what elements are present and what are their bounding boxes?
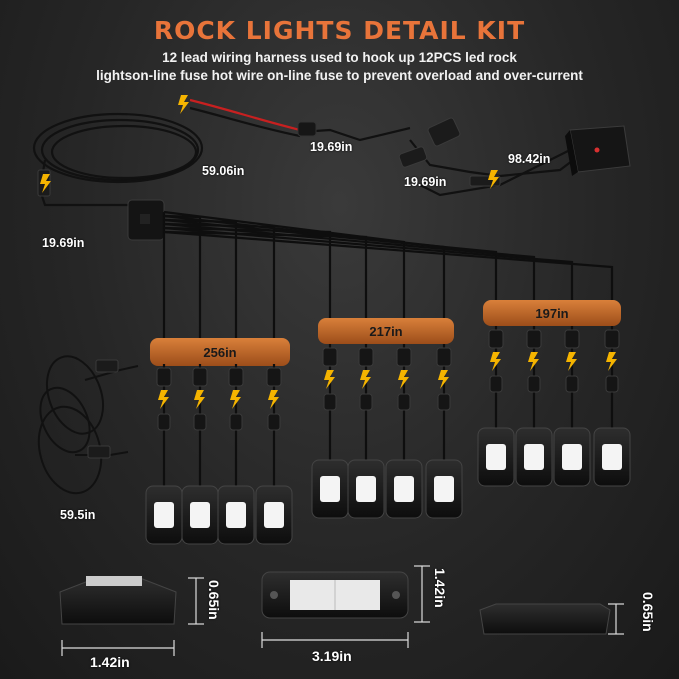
rock-light-group (145, 326, 631, 545)
connector-icon (564, 329, 580, 349)
lead-wire (163, 226, 574, 300)
connector-icon (266, 367, 282, 387)
label-fuse-cable: 19.69in (404, 175, 447, 189)
group-bands (150, 300, 621, 366)
connector-icon (157, 413, 171, 431)
connector-icon (323, 393, 337, 411)
lead-wire (163, 222, 276, 338)
connector-icon (267, 413, 281, 431)
lead-wire (163, 222, 536, 300)
label-harness-loop: 59.06in (202, 164, 245, 178)
label-group-mid: 217in (369, 324, 403, 339)
label-front-length: 3.19in (312, 648, 352, 664)
label-light-height: 0.65in (206, 580, 222, 620)
connector-icon (565, 375, 579, 393)
label-group-left: 256in (203, 345, 237, 360)
connector-icon (436, 347, 452, 367)
connector-icon (192, 367, 208, 387)
label-side-height: 0.65in (640, 592, 656, 632)
lead-wire (163, 230, 614, 300)
connector-icon (437, 393, 451, 411)
connector-icon (488, 329, 504, 349)
rock-light-icon (311, 459, 349, 519)
subtitle-line-1: 12 lead wiring harness used to hook up 1… (162, 50, 517, 65)
rock-light-icon (425, 459, 463, 519)
connector-icon (397, 393, 411, 411)
connector-icon (228, 367, 244, 387)
rock-light-icon (217, 485, 255, 545)
band-mid (318, 318, 454, 344)
rock-light-icon (553, 427, 591, 487)
rock-light-icon (255, 485, 293, 545)
connector-icon (193, 413, 207, 431)
label-group-right: 197in (535, 306, 569, 321)
band-left (150, 338, 290, 366)
label-hub-lead: 19.69in (42, 236, 85, 250)
connector-icon (396, 347, 412, 367)
connector-icon (489, 375, 503, 393)
rock-light-icon (515, 427, 553, 487)
connector-icon (229, 413, 243, 431)
rock-light-icon (145, 485, 183, 545)
label-front-height: 1.42in (432, 568, 448, 608)
rock-light-icon (347, 459, 385, 519)
dimension-end-view (479, 603, 624, 635)
connector-icon (526, 329, 542, 349)
connector-icon (604, 329, 620, 349)
page-title: ROCK LIGHTS DETAIL KIT (153, 16, 526, 45)
lightning-bolt-icon (178, 95, 189, 114)
rock-light-icon (181, 485, 219, 545)
connector-icon (527, 375, 541, 393)
rock-light-icon (477, 427, 515, 487)
label-switch-cable: 98.42in (508, 152, 551, 166)
rock-light-icon (593, 427, 631, 487)
lead-wire (163, 226, 332, 318)
connector-icon (358, 347, 374, 367)
band-right (483, 300, 621, 326)
extension-cables (37, 355, 139, 495)
connector-icon (322, 347, 338, 367)
connector-icon (359, 393, 373, 411)
subtitle-line-2: lightson-line fuse hot wire on-line fuse… (96, 68, 583, 83)
dimension-front-view (261, 565, 430, 648)
hub-icon (127, 199, 165, 241)
output-leads (162, 210, 614, 338)
lead-wire (163, 218, 498, 300)
connector-icon (95, 359, 119, 373)
switch-box-icon (565, 125, 631, 176)
label-extension: 59.5in (60, 508, 96, 522)
connector-icon (156, 367, 172, 387)
connector-icon (37, 117, 501, 197)
connector-icon (605, 375, 619, 393)
rock-light-icon (385, 459, 423, 519)
connector-icon (87, 445, 111, 459)
label-harness-top: 19.69in (310, 140, 353, 154)
label-light-width: 1.42in (90, 654, 130, 670)
dimension-side-view (59, 576, 204, 656)
